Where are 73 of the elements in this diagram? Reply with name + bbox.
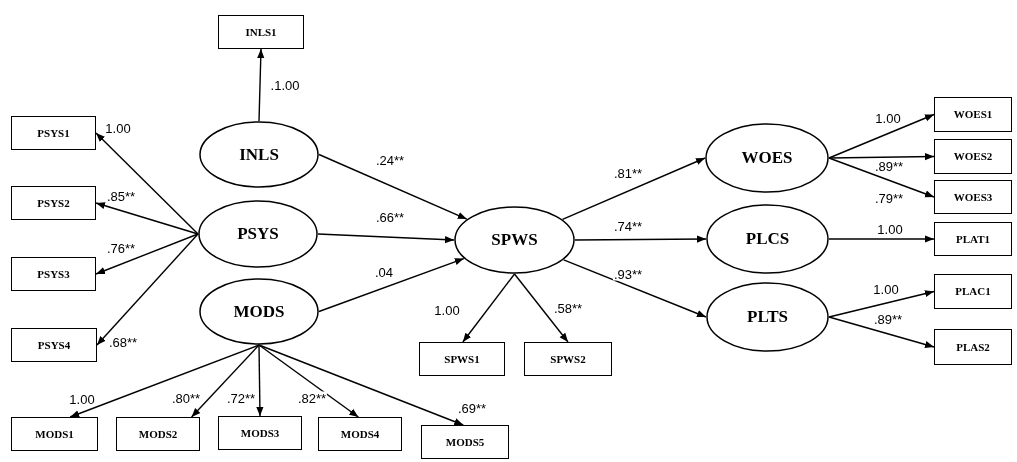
indicator-box: MODS1 [11,417,98,451]
indicator-box: SPWS2 [524,342,612,376]
latent-variable-ellipse: PLCS [706,204,829,274]
latent-variable-ellipse: INLS [199,121,319,188]
path-coefficient: .58** [552,301,584,315]
arrow [96,233,199,346]
indicator-box: MODS3 [218,416,302,450]
arrow [513,273,569,343]
path-coefficient: .69** [456,401,488,415]
indicator-box: MODS4 [318,417,402,451]
path-coefficient: .81** [612,166,644,180]
indicator-box: INLS1 [218,15,304,49]
path-coefficient: .82** [296,391,328,405]
path-coefficient: .04 [373,265,395,279]
path-coefficient: 1.00 [104,121,132,135]
indicator-box: WOES1 [934,97,1012,132]
path-coefficient: .89** [873,159,905,173]
indicator-box: PLAS2 [934,329,1012,365]
path-coefficient: .76** [105,241,137,255]
arrow [318,153,468,220]
indicator-box: PLAT1 [934,222,1012,256]
latent-variable-ellipse: WOES [705,123,829,193]
indicator-box: PSYS1 [11,116,96,150]
indicator-box: MODS2 [116,417,200,451]
path-coefficient: .79** [873,191,905,205]
arrow [95,233,199,275]
path-coefficient: 1.00 [433,303,461,317]
arrow [574,235,707,243]
indicator-box: PSYS4 [11,328,97,362]
arrow [828,157,935,198]
path-coefficient: .85** [105,189,137,203]
path-coefficient: .68** [107,335,139,349]
latent-variable-ellipse: SPWS [454,206,575,274]
arrow [257,48,265,122]
arrow [258,344,359,418]
path-coefficient: .72** [225,391,257,405]
path-coefficient: .93** [612,267,644,281]
indicator-box: WOES3 [934,180,1012,214]
arrow [95,132,199,235]
arrow [318,257,465,313]
arrow [828,113,935,159]
arrow [256,344,264,417]
path-coefficient: 1.00 [876,222,904,236]
path-coefficient: 1.00 [68,392,96,406]
arrow [561,157,706,221]
arrow [317,233,455,244]
latent-variable-ellipse: PLTS [706,282,829,352]
arrow [563,259,707,318]
indicator-box: PSYS3 [11,257,96,291]
arrow [258,344,464,426]
arrow [828,290,935,318]
path-coefficient: .24** [374,153,406,167]
path-coefficient: 1.00 [872,282,900,296]
path-coefficient: .66** [374,210,406,224]
arrow [828,235,935,243]
indicator-box: WOES2 [934,139,1012,174]
arrow [462,273,516,343]
path-coefficient: .80** [170,391,202,405]
arrow [190,344,260,418]
latent-variable-ellipse: MODS [199,278,319,345]
latent-variable-ellipse: PSYS [198,200,318,268]
path-coefficient: 1.00 [874,111,902,125]
indicator-box: PLAC1 [934,274,1012,309]
arrow [828,316,935,348]
indicator-box: MODS5 [421,425,509,459]
path-coefficient: .74** [612,219,644,233]
path-coefficient: .89** [872,312,904,326]
arrow [69,344,260,418]
indicator-box: PSYS2 [11,186,96,220]
indicator-box: SPWS1 [419,342,505,376]
arrow [828,153,935,161]
arrow [95,202,199,235]
path-coefficient: .1.00 [269,78,301,92]
